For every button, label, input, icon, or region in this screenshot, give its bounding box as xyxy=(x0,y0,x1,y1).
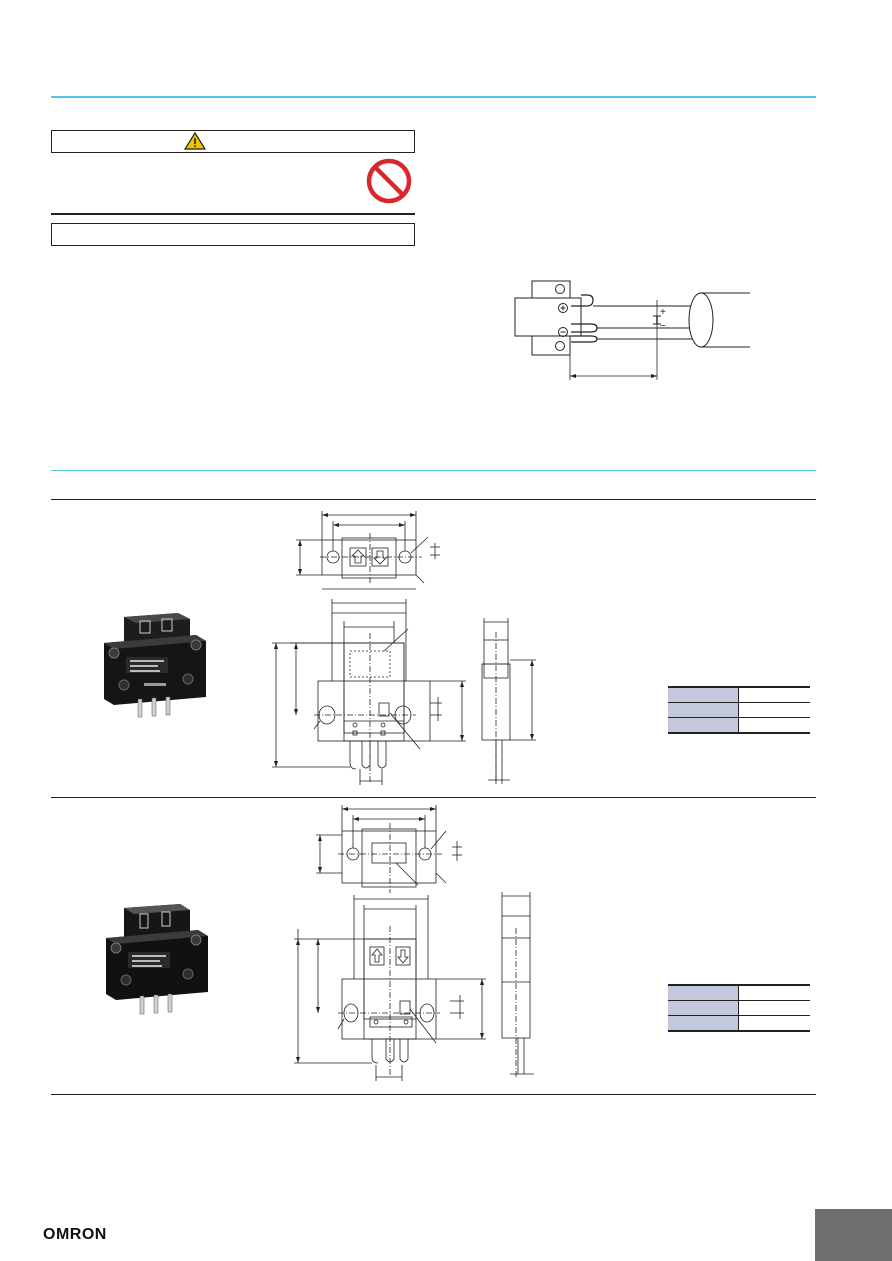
table-row xyxy=(668,702,810,718)
side-view-2 xyxy=(501,892,534,1078)
sensor-photo-2 xyxy=(106,904,208,1015)
table-row xyxy=(668,1000,810,1016)
wiring-diagram: + − xyxy=(514,280,750,380)
brand-logo: OMRON xyxy=(43,1226,107,1243)
wiring-minus-label: − xyxy=(660,321,666,332)
table-row xyxy=(668,985,810,1001)
table-row xyxy=(668,1015,810,1032)
caution-bottom-rule xyxy=(51,213,415,215)
prohibited-sign-icon xyxy=(366,158,412,204)
sensor-photo-1 xyxy=(104,613,206,718)
row2-bottom-rule xyxy=(51,1094,816,1095)
wiring-plus-label: + xyxy=(660,307,666,318)
dimension-drawing-2 xyxy=(294,805,486,1081)
spec-table-1 xyxy=(668,686,810,734)
warning-triangle-icon xyxy=(184,132,206,150)
page-tab xyxy=(815,1209,892,1261)
precautions-header-box xyxy=(51,223,415,246)
spec-table-2 xyxy=(668,984,810,1032)
caution-header-box xyxy=(51,130,415,153)
dimensions-section-rule xyxy=(51,470,816,471)
table-row xyxy=(668,687,810,703)
top-rule xyxy=(51,96,816,98)
table-row xyxy=(668,717,810,734)
side-view-1 xyxy=(481,618,536,784)
dimension-drawing-1 xyxy=(272,511,466,785)
row1-top-rule xyxy=(51,499,816,500)
row-divider-rule xyxy=(51,797,816,798)
